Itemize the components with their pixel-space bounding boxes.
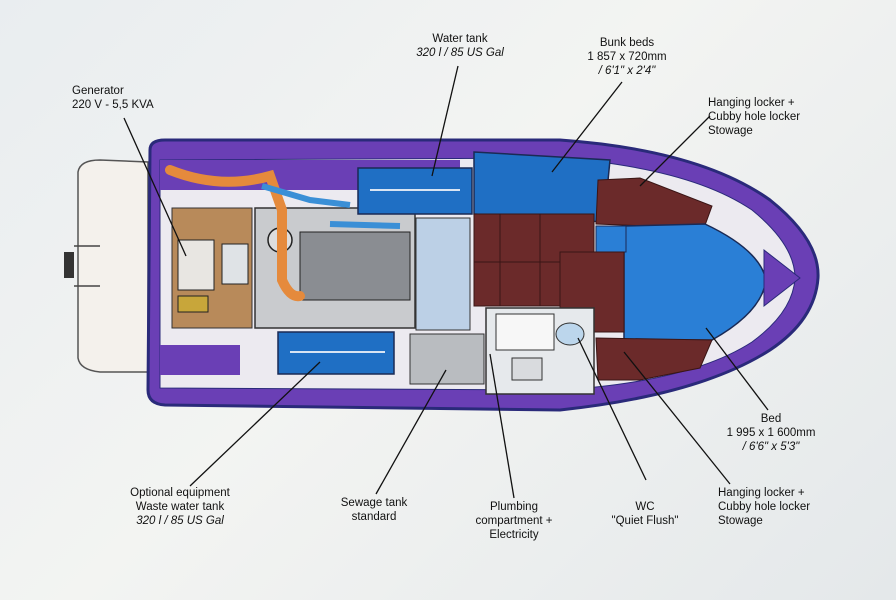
swim-platform [77,159,149,373]
leader-bunk-beds [551,81,623,173]
label-hanging-locker-bottom: Hanging locker + Cubby hole locker Stowa… [718,486,810,528]
hanging-locker-bottom-line3: Stowage [718,515,763,527]
wc-counter [495,313,555,351]
hanging-locker-bottom [595,337,713,381]
water-tank-capacity: 320 l / 85 US Gal [416,47,504,59]
plumbing-compartment [409,333,485,385]
leader-wc [577,337,647,481]
hanging-locker-bottom-line1: Hanging locker + [718,487,805,499]
bunk-beds-imperial: / 6'1" x 2'4" [598,65,656,77]
bow-tip [763,248,801,308]
leader-sewage [375,369,447,495]
wc-shower-drain [511,357,543,381]
wc-title: WC [635,501,655,513]
label-generator: Generator 220 V - 5,5 KVA [72,84,154,112]
label-bunk-beds: Bunk beds 1 857 x 720mm / 6'1" x 2'4" [572,36,682,78]
bunk-bed [473,151,611,223]
hanging-locker-top [595,177,713,229]
label-wc: WC "Quiet Flush" [600,500,690,528]
hanging-locker-bottom-line2: Cubby hole locker [718,501,811,513]
sewage-line1: Sewage tank [340,497,408,509]
label-bed: Bed 1 995 x 1 600mm / 6'6" x 5'3" [716,412,826,454]
waste-water-line3: 320 l / 85 US Gal [136,515,224,527]
waste-water-line1: Optional equipment [130,487,230,499]
electrical-panel [415,217,471,331]
bunk-beds-metric: 1 857 x 720mm [587,51,667,63]
plumbing-line3: Electricity [489,529,539,541]
starboard-side-band [160,345,240,375]
leader-hanging-locker-top [639,115,711,187]
leader-hanging-locker-bottom [623,351,731,485]
leader-waste-water [189,361,321,487]
engine [299,231,411,301]
bed-imperial: / 6'6" x 5'3" [742,441,800,453]
bed-metric: 1 995 x 1 600mm [726,427,816,439]
hanging-locker-top-line2: Cubby hole locker [708,111,801,123]
blue-hose [261,183,351,208]
aux-box [221,243,249,285]
label-waste-water: Optional equipment Waste water tank 320 … [122,486,238,528]
blue-hose-2 [329,221,401,229]
label-hanging-locker-top: Hanging locker + Cubby hole locker Stowa… [708,96,800,138]
generator-panel [177,295,209,313]
bed-title: Bed [760,413,782,425]
wc-subtitle: "Quiet Flush" [611,515,679,527]
generator-unit [177,239,215,291]
leader-plumbing [489,353,515,499]
platform-ladder [64,252,74,278]
generator-title: Generator [72,85,124,97]
hanging-locker-top-line1: Hanging locker + [708,97,795,109]
generator-spec: 220 V - 5,5 KVA [72,99,154,111]
wc-toilet [555,322,585,346]
water-tank-title: Water tank [432,33,488,45]
plumbing-line1: Plumbing [490,501,538,513]
leader-generator [123,117,187,257]
sewage-line2: standard [351,511,397,523]
hanging-locker-top-line3: Stowage [708,125,753,137]
label-sewage: Sewage tank standard [328,496,420,524]
leader-lines [123,65,769,499]
exhaust-pipe [165,165,305,302]
label-plumbing: Plumbing compartment + Electricity [464,500,564,542]
label-water-tank: Water tank 320 l / 85 US Gal [410,32,510,60]
plumbing-line2: compartment + [475,515,553,527]
leader-bed [705,327,769,411]
bunk-beds-title: Bunk beds [599,37,655,49]
waste-water-line2: Waste water tank [135,501,225,513]
bed-side-step [595,225,627,253]
leader-water-tank [431,65,459,177]
